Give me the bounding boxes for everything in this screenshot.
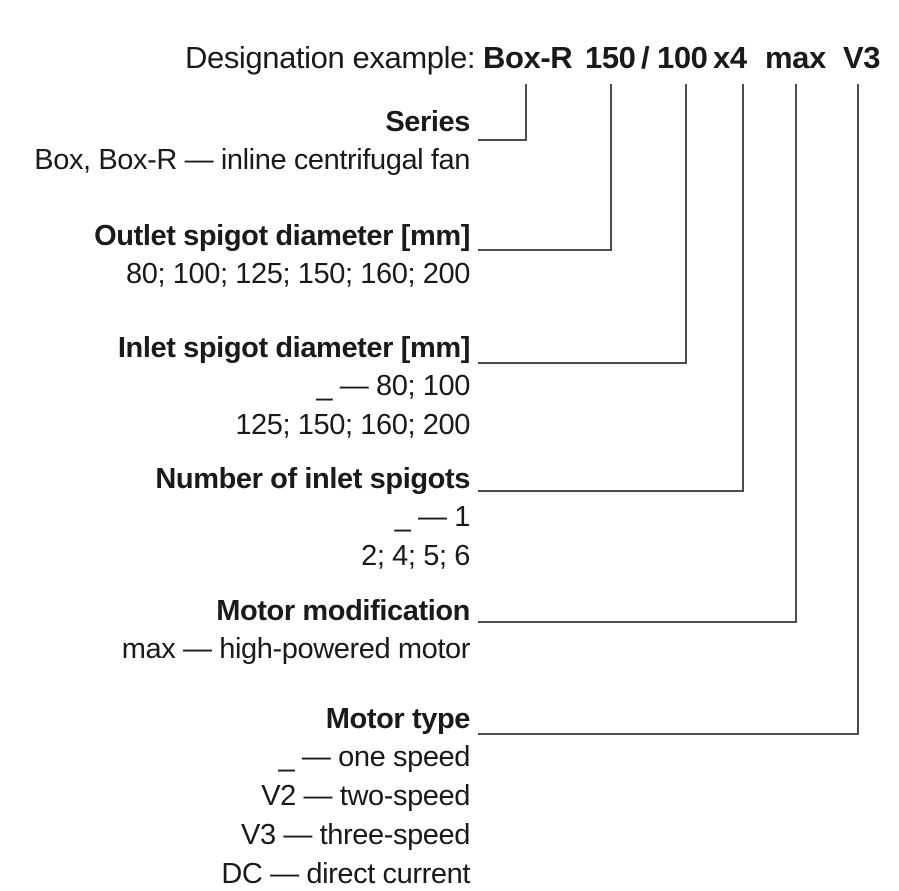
section-mod-value: max — high-powered motor [121,633,471,665]
section-outlet-title: Outlet spigot diameter [mm] [94,220,470,252]
section-motor-modification: Motor modification max — high-powered mo… [121,593,471,669]
section-series-value: Box, Box-R — inline centrifugal fan [34,144,470,176]
section-inlet-spigot-diameter: Inlet spigot diameter [mm] _ — 80; 100 1… [117,330,471,445]
code-part-inlet-diameter: 100 [657,40,708,75]
designation-example-label: Designation example: [185,40,476,75]
code-part-spigot-count: x4 [713,40,747,75]
motor-type-connector-hline [478,733,859,735]
spigot-count-connector-hline [478,490,744,492]
section-count-value: 2; 4; 5; 6 [361,540,470,572]
code-part-motor-type: V3 [843,40,881,75]
section-type-value: DC — direct current [221,858,470,890]
section-type-value: V3 — three-speed [241,819,470,851]
series-connector-hline [478,139,527,141]
code-part-series: Box-R [483,40,573,75]
spigot-count-connector-vline [742,84,744,492]
code-part-motor-modification: max [765,40,826,75]
section-series-title: Series [385,106,470,138]
motor-type-connector-vline [857,84,859,735]
inlet-diameter-connector-vline [685,84,687,364]
outlet-diameter-connector-vline [610,84,612,251]
motor-modification-connector-hline [478,621,797,623]
outlet-diameter-connector-hline [478,249,612,251]
code-part-separator: / [641,40,650,75]
section-outlet-value: 80; 100; 125; 150; 160; 200 [126,258,470,290]
section-count-value: _ — 1 [394,501,471,533]
section-outlet-spigot-diameter: Outlet spigot diameter [mm] 80; 100; 125… [94,218,470,294]
inlet-diameter-connector-hline [478,362,687,364]
section-mod-title: Motor modification [216,595,470,627]
section-type-value: V2 — two-speed [261,780,470,812]
section-count-title: Number of inlet spigots [155,463,470,495]
section-inlet-title: Inlet spigot diameter [mm] [117,332,471,364]
section-type-value: _ — one speed [278,741,471,773]
motor-modification-connector-vline [795,84,797,623]
section-type-title: Motor type [325,703,471,735]
section-series: Series Box, Box-R — inline centrifugal f… [34,104,470,180]
series-connector-vline [525,84,527,141]
section-inlet-value: 125; 150; 160; 200 [235,409,470,441]
code-part-outlet-diameter: 150 [585,40,636,75]
section-motor-type: Motor type _ — one speed V2 — two-speed … [221,701,470,891]
section-number-of-inlet-spigots: Number of inlet spigots _ — 1 2; 4; 5; 6 [155,461,470,576]
section-inlet-value: _ — 80; 100 [316,370,470,402]
